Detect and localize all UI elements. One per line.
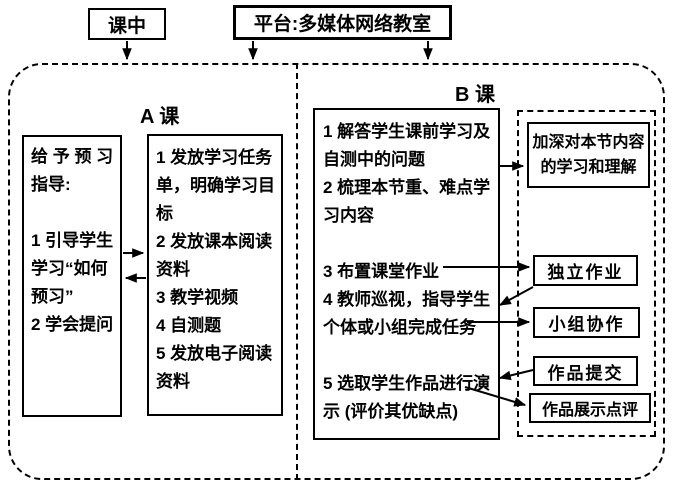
outcome-independent-work-box: 独立作业 [533, 255, 638, 286]
learning-tasks-box: 1 发放学习任务 单，明确学习目 标 2 发放课本阅读 资料 3 教学视频 4 … [147, 134, 283, 416]
outcomes-dashed-container [517, 110, 656, 437]
platform-label-text: 平台:多媒体网络教室 [253, 14, 432, 35]
outcome-deepen-understanding-box: 加深对本节内容 的学习和理解 [527, 122, 650, 188]
outcome-group-collaboration-box: 小组协作 [533, 307, 640, 338]
lesson-flow-dashed-container [8, 63, 665, 480]
stage-label-text: 课中 [107, 15, 146, 37]
class-activities-box: 1 解答学生课前学习及 自测中的问题 2 梳理本节重、难点学 习内容 3 布置课… [313, 108, 500, 440]
platform-label-box: 平台:多媒体网络教室 [233, 5, 452, 40]
section-b-label: B 课 [455, 84, 495, 106]
section-divider-dashed-line [296, 63, 298, 480]
outcome-work-submission-box: 作品提交 [533, 356, 638, 386]
preview-guidance-box: 给 予 预 习 指导: 1 引导学生 学习“如何 预习” 2 学会提问 [22, 135, 122, 417]
stage-label-box: 课中 [88, 8, 166, 40]
section-a-label: A 课 [140, 106, 180, 128]
outcome-work-showcase-review-box: 作品展示点评 [529, 393, 651, 423]
